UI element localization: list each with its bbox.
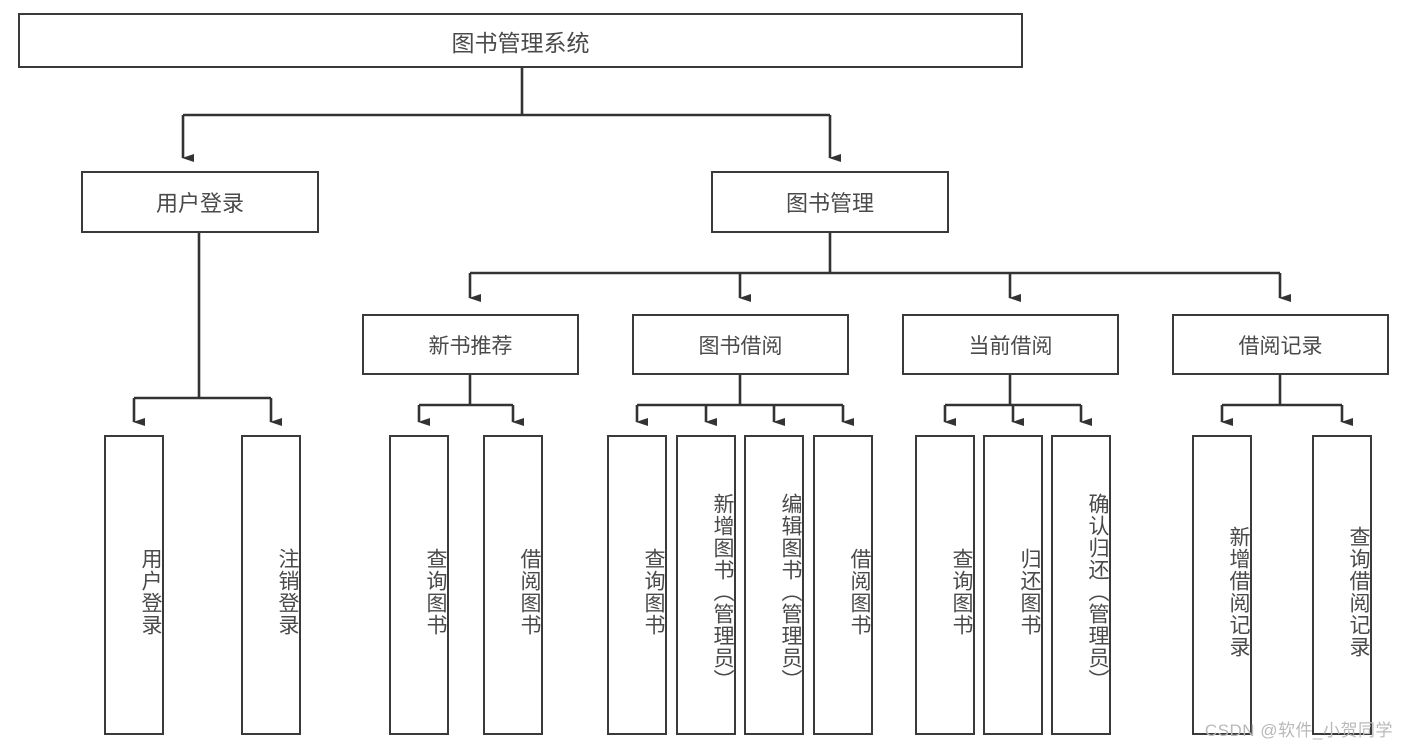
node-label: 查询借阅记录 [1347, 526, 1370, 658]
node-label: 新增借阅记录 [1227, 526, 1250, 658]
leaf-query-borrow-record[interactable]: 查询借阅记录 [1312, 435, 1372, 735]
node-label: 编辑图书（管理员） [779, 493, 802, 691]
node-label: 新书推荐 [428, 334, 513, 358]
leaf-confirm-return-admin[interactable]: 确认归还（管理员） [1051, 435, 1111, 735]
leaf-user-login[interactable]: 用户登录 [104, 435, 164, 735]
node-label: 用户登录 [155, 191, 244, 216]
node-label: 注销登录 [276, 548, 299, 636]
node-root-system[interactable]: 图书管理系统 [18, 13, 1023, 68]
leaf-add-book-admin[interactable]: 新增图书（管理员） [676, 435, 736, 735]
node-label: 图书管理系统 [451, 29, 590, 56]
node-label: 借阅图书 [518, 548, 541, 636]
node-current-borrow[interactable]: 当前借阅 [902, 314, 1119, 375]
csdn-watermark: CSDN @软件_小贺同学 [1204, 721, 1393, 740]
node-label: 查询图书 [950, 548, 973, 636]
leaf-return-book[interactable]: 归还图书 [983, 435, 1043, 735]
node-book-management[interactable]: 图书管理 [711, 171, 949, 233]
node-label: 确认归还（管理员） [1086, 493, 1109, 691]
node-label: 归还图书 [1018, 548, 1041, 636]
leaf-logout[interactable]: 注销登录 [241, 435, 301, 735]
node-user-login[interactable]: 用户登录 [81, 171, 319, 233]
node-label: 用户登录 [139, 548, 162, 636]
node-label: 新增图书（管理员） [711, 493, 734, 691]
node-label: 借阅记录 [1238, 334, 1323, 358]
node-label: 图书管理 [785, 191, 874, 216]
leaf-query-book-borrow[interactable]: 查询图书 [607, 435, 667, 735]
node-book-borrow[interactable]: 图书借阅 [632, 314, 849, 375]
leaf-add-borrow-record[interactable]: 新增借阅记录 [1192, 435, 1252, 735]
node-label: 图书借阅 [698, 334, 783, 358]
leaf-query-book-current[interactable]: 查询图书 [915, 435, 975, 735]
leaf-query-book-newbook[interactable]: 查询图书 [389, 435, 449, 735]
node-label: 查询图书 [642, 548, 665, 636]
node-label: 当前借阅 [968, 334, 1053, 358]
node-label: 查询图书 [424, 548, 447, 636]
leaf-edit-book-admin[interactable]: 编辑图书（管理员） [744, 435, 804, 735]
node-label: 借阅图书 [848, 548, 871, 636]
node-new-book-recommend[interactable]: 新书推荐 [362, 314, 579, 375]
leaf-borrow-book-newbook[interactable]: 借阅图书 [483, 435, 543, 735]
node-borrow-record[interactable]: 借阅记录 [1172, 314, 1389, 375]
leaf-borrow-book[interactable]: 借阅图书 [813, 435, 873, 735]
